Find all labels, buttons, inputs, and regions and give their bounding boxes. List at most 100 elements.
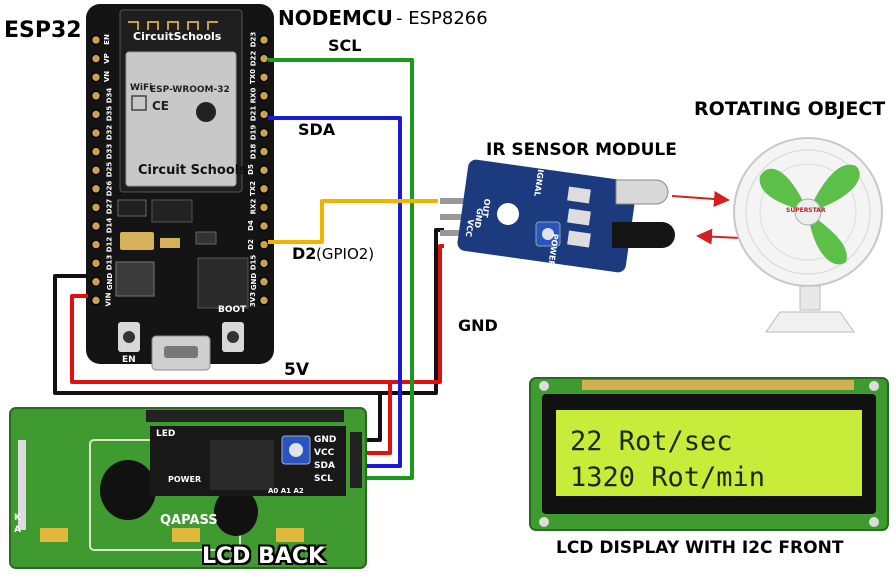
lcd-front [529,377,889,531]
left-pin-hole [90,202,102,213]
ir-receiver-led [612,222,675,248]
right-pin-hole [258,71,270,83]
right-pin-hole [258,109,270,120]
lcd-pin-sda: SDA [314,461,335,471]
right-pin-hole [258,53,270,64]
right-pin-label: TX0 [249,69,258,85]
right-pin-hole [258,239,270,250]
lcd-pin-scl: SCL [314,474,333,484]
right-pin-label: 3V3 [249,292,258,308]
lcd-line-2: 1320 Rot/min [570,462,766,493]
rotating-object-title: ROTATING OBJECT [694,98,886,120]
right-pin-label: D15 [249,254,258,271]
d2-gpio-note: (GPIO2) [316,245,375,263]
lcd-back [9,407,367,569]
ir-sensor-module [440,159,741,273]
pad-a-label: A [14,525,21,535]
ir-reflect-arrow [696,228,741,245]
fan-blade [808,164,860,212]
mount-hole [497,203,519,225]
led-jumper-label: LED [156,429,176,439]
ir-sensor-title: IR SENSOR MODULE [486,140,677,160]
left-pin-label: D12 [105,236,114,252]
epoxy-blob [100,460,156,520]
fan-blade [808,212,847,265]
left-pin-hole [90,220,102,232]
left-pin-hole [90,127,102,139]
right-pin-hole [258,220,270,232]
5v-label: 5V [284,360,309,380]
right-pin-hole [258,276,270,288]
fan-blade [759,168,808,212]
left-pin-label: EN [102,34,111,45]
right-pin-hole [258,34,270,46]
right-pin-label: GND [250,272,259,291]
lcd-pin-gnd: GND [314,435,337,445]
left-pin-label: VIN [104,292,113,307]
scl-label: SCL [328,36,362,55]
left-pin-label: D32 [105,124,114,141]
right-pin-hole [258,295,270,306]
sda-label: SDA [298,120,336,139]
left-pin-hole [90,295,102,306]
right-pin-label: D4 [246,220,255,231]
left-pin-hole [90,146,102,157]
right-pin-label: RX0 [249,87,258,104]
voltage-regulator [115,261,155,297]
lcd-pin-vcc: VCC [314,448,335,458]
wifi-logo: WiFi [130,83,153,93]
right-pin-hole [258,127,270,139]
fan-brand: SUPERSTAR [786,207,826,214]
address-pads-label: A0 A1 A2 [268,487,304,495]
right-pin-hole [258,146,270,157]
left-pin-label: D35 [105,106,114,122]
left-pin-label: D34 [105,87,114,104]
lcd-back-brand: QAPASS [160,513,218,528]
left-pin-hole [90,239,102,250]
left-pin-label: D26 [105,180,114,197]
esp32-title: ESP32 [4,18,82,43]
ir-pcb [457,159,637,273]
left-pin-hole [90,276,102,288]
left-pin-label: D27 [105,199,114,215]
right-pin-hole [258,202,270,213]
pin-headers [90,34,270,306]
nodemcu-title: NODEMCU [278,6,393,30]
module-name: ESP-WROOM-32 [150,85,230,95]
certification-icon [196,102,216,122]
right-pin-hole [258,90,270,102]
d2-label: D2 [292,244,317,263]
esp8266-title: - ESP8266 [396,8,488,29]
right-pin-label: D21 [249,106,258,122]
left-pin-label: D13 [105,254,114,271]
capacitor [120,232,154,250]
ir-emitter-led [615,179,669,205]
right-pin-hole [258,257,270,269]
right-pin-hole [258,183,270,195]
fan-stand [799,285,821,311]
left-pin-label: D25 [105,161,114,178]
ce-mark: CE [152,99,170,113]
right-pin-hole [258,164,270,176]
esp32-board [86,4,274,371]
module-shield [125,51,237,187]
right-pin-label: RX2 [249,199,258,215]
fan-base [765,311,855,333]
right-pin-label: D19 [249,124,258,141]
board-brand: CircuitSchools [130,30,225,43]
right-pin-label: D5 [246,164,255,176]
left-pin-hole [90,257,102,269]
module-brand: Circuit Schools [138,163,247,178]
scl-wire [268,58,414,480]
left-pin-hole [90,109,102,120]
gnd-label: GND [458,316,498,335]
right-pin-label: D23 [249,31,258,48]
left-pin-label: D14 [105,217,114,234]
power-led-label: POWER [168,475,202,484]
left-pin-hole [90,164,102,176]
fan-hub [794,198,822,226]
right-pin-label: TX2 [249,180,258,196]
lcd-back-title: LCD BACK [202,544,326,569]
ir-pin-vcc: VCC [463,218,476,238]
en-label: EN [122,355,136,365]
